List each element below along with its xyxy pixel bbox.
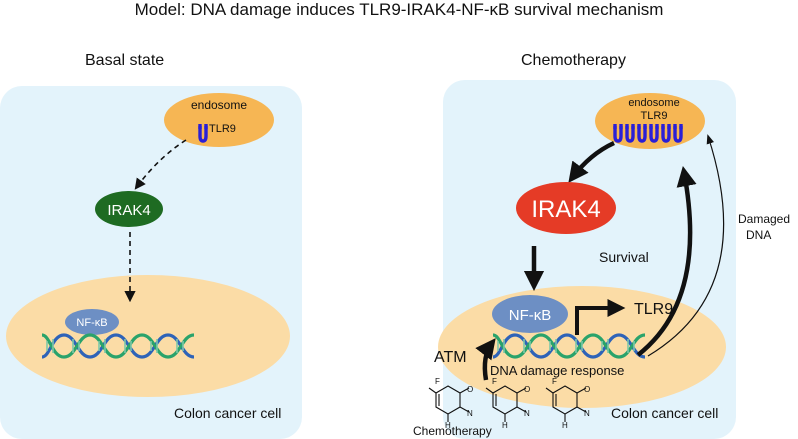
chemo-tlr9-gene-label: TLR9 — [634, 301, 673, 318]
chemo-molecule-3: F O N H — [545, 377, 590, 430]
chemo-arrow-atm — [475, 338, 496, 381]
svg-text:H: H — [562, 421, 568, 430]
basal-nfkb — [65, 309, 119, 335]
chemo-irak4-label: IRAK4 — [531, 196, 600, 223]
chemo-arrow-damaged-dna — [647, 134, 725, 357]
chemo-tlr9-label: TLR9 — [641, 110, 668, 122]
svg-text:F: F — [552, 377, 557, 386]
basal-irak4 — [95, 191, 163, 227]
basal-endosome — [164, 93, 274, 147]
diagram-title: Model: DNA damage induces TLR9-IRAK4-NF-… — [134, 0, 664, 19]
svg-text:F: F — [492, 377, 497, 386]
svg-text:F: F — [435, 377, 440, 386]
basal-tlr9-label: TLR9 — [209, 123, 236, 135]
svg-text:O: O — [467, 385, 473, 394]
svg-text:H: H — [445, 421, 451, 430]
basal-endosome-label: endosome — [191, 98, 247, 112]
chemo-molecule-2: F O N H — [485, 377, 530, 430]
chemo-molecule-1: F O N H — [428, 377, 473, 430]
svg-text:N: N — [524, 409, 530, 418]
svg-text:O: O — [584, 385, 590, 394]
svg-text:O: O — [524, 385, 530, 394]
chemo-arrow-tlr9-to-irak4 — [568, 140, 615, 183]
chemo-nfkb — [492, 295, 568, 333]
chemo-drug-label: Chemotherapy — [413, 424, 492, 438]
basal-cell-label: Colon cancer cell — [174, 405, 281, 421]
chemo-arrow-transcription — [575, 299, 626, 335]
chemo-ddr-label: DNA damage response — [490, 363, 624, 378]
chemo-survival-label: Survival — [599, 249, 649, 265]
svg-text:N: N — [584, 409, 590, 418]
damaged-dna-label-line1: Damaged — [738, 212, 790, 226]
chemo-endosome-label: endosome — [628, 97, 679, 109]
chemo-nfkb-label: NF-κB — [509, 307, 552, 324]
chemo-atm-label: ATM — [434, 349, 467, 366]
chemo-heading: Chemotherapy — [521, 52, 626, 69]
basal-nfkb-label: NF-κB — [76, 317, 107, 329]
damaged-dna-label-line2: DNA — [746, 228, 771, 242]
chemo-irak4 — [516, 182, 616, 234]
basal-irak4-label: IRAK4 — [107, 202, 150, 219]
svg-text:N: N — [467, 409, 473, 418]
chemo-arrow-survival — [636, 166, 697, 357]
chemo-cell-label: Colon cancer cell — [611, 405, 718, 421]
svg-text:H: H — [502, 421, 508, 430]
basal-heading: Basal state — [85, 52, 165, 69]
